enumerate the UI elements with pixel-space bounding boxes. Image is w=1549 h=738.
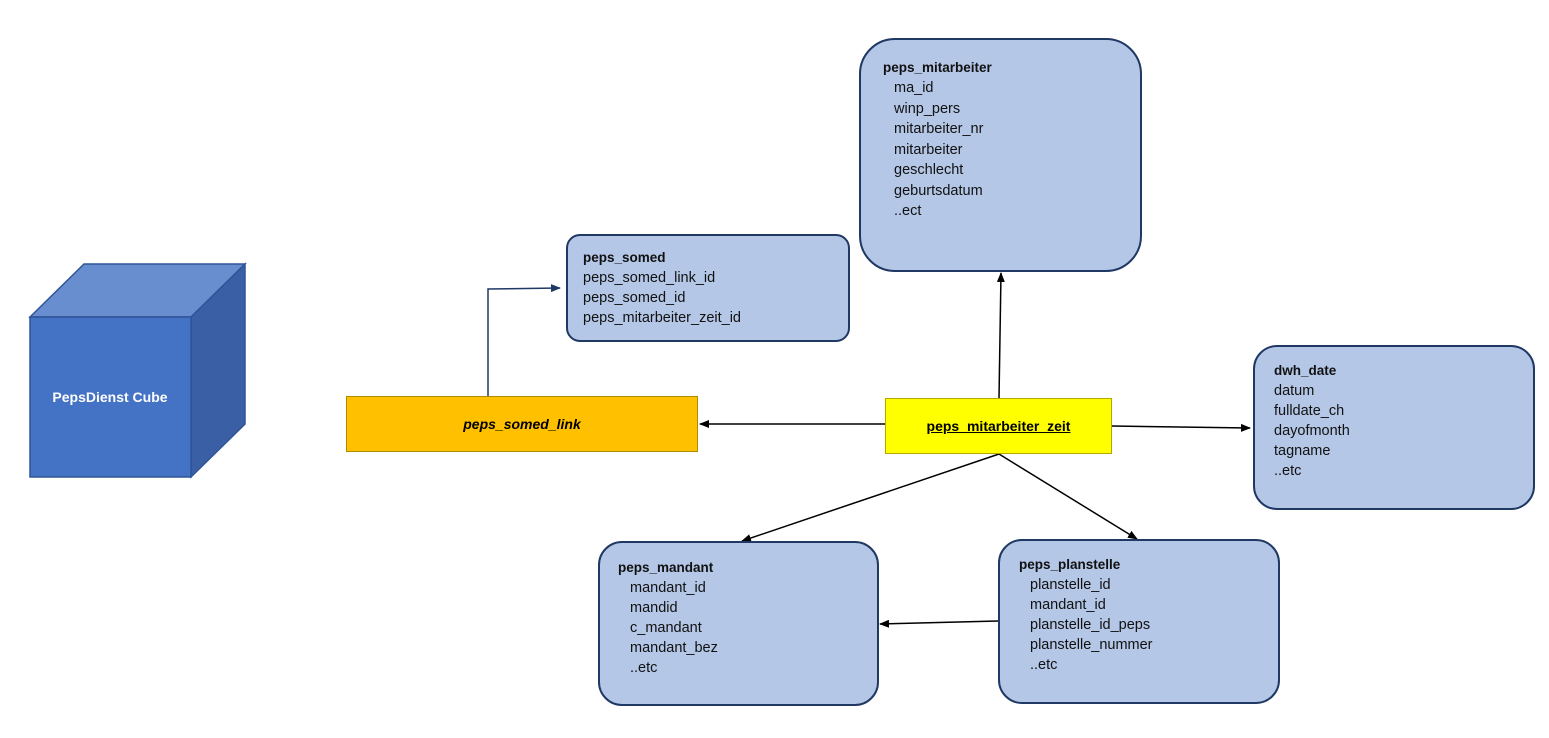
table-peps-somed[interactable]: peps_somed peps_somed_link_id peps_somed… <box>566 234 850 342</box>
field-item: mandant_id <box>630 580 706 596</box>
field-item: tagname <box>1274 443 1331 459</box>
table-dwh-date[interactable]: dwh_date datum fulldate_ch dayofmonth ta… <box>1253 345 1535 510</box>
field-item: peps_mitarbeiter_zeit_id <box>583 310 741 326</box>
connector-zeit-to-mandant <box>741 453 1000 542</box>
table-title: peps_mitarbeiter <box>883 60 992 75</box>
field-item: planstelle_id <box>1030 577 1111 593</box>
cube-shape <box>28 262 247 479</box>
field-item: ..ect <box>894 203 922 219</box>
field-item: ..etc <box>1030 657 1058 673</box>
table-title: dwh_date <box>1274 363 1337 378</box>
field-item: winp_pers <box>894 100 961 117</box>
mitarbeiter-zeit-node[interactable]: peps_mitarbeiter_zeit <box>885 398 1112 454</box>
mitarbeiter-zeit-label: peps_mitarbeiter_zeit <box>926 418 1071 434</box>
table-title: peps_somed <box>583 250 666 265</box>
table-peps-planstelle[interactable]: peps_planstelle planstelle_id mandant_id… <box>998 539 1280 704</box>
connector-planstelle-to-mandant <box>879 619 999 628</box>
field-list: datum fulldate_ch dayofmonth tagname ..e… <box>1274 381 1533 481</box>
somed-link-label: peps_somed_link <box>463 416 581 432</box>
field-item: mandid <box>630 600 678 616</box>
field-item: ..etc <box>1274 463 1302 479</box>
somed-link-node[interactable]: peps_somed_link <box>346 396 698 452</box>
connector-somed-link-to-somed <box>487 284 561 396</box>
field-item: c_mandant <box>630 620 702 636</box>
field-list: peps_somed_link_id peps_somed_id peps_mi… <box>583 268 848 328</box>
field-item: mandant_bez <box>630 640 718 656</box>
connector-zeit-to-mitarbeiter <box>996 272 1005 399</box>
field-item: planstelle_id_peps <box>1030 617 1151 633</box>
field-item: geschlecht <box>894 162 964 178</box>
field-item: mitarbeiter_nr <box>894 121 984 137</box>
field-list: planstelle_id mandant_id planstelle_id_p… <box>1019 575 1278 675</box>
field-item: dayofmonth <box>1274 423 1350 439</box>
field-item: ma_id <box>894 80 934 96</box>
field-item: peps_somed_id <box>583 290 686 306</box>
field-item: fulldate_ch <box>1274 403 1345 419</box>
field-item: mitarbeiter <box>894 141 963 158</box>
connector-zeit-to-dwh-date <box>1111 423 1251 432</box>
cube-label: PepsDienst Cube <box>52 389 168 405</box>
field-item: peps_somed_link_id <box>583 270 716 286</box>
field-item: datum <box>1274 383 1315 399</box>
field-item: ..etc <box>630 660 658 676</box>
table-title: peps_planstelle <box>1019 557 1121 572</box>
cube-front-face <box>29 316 192 478</box>
field-item: mandant_id <box>1030 597 1106 613</box>
field-item: geburtsdatum <box>894 182 983 199</box>
connector-zeit-to-planstelle <box>998 453 1138 540</box>
field-list: mandant_id mandid c_mandant mandant_bez … <box>618 578 877 678</box>
table-peps-mitarbeiter[interactable]: peps_mitarbeiter ma_id winp_pers mitarbe… <box>859 38 1142 272</box>
field-item: planstelle_nummer <box>1030 637 1153 653</box>
field-list: ma_id winp_pers mitarbeiter_nr mitarbeit… <box>883 78 1140 222</box>
table-title: peps_mandant <box>618 560 714 575</box>
table-peps-mandant[interactable]: peps_mandant mandant_id mandid c_mandant… <box>598 541 879 706</box>
